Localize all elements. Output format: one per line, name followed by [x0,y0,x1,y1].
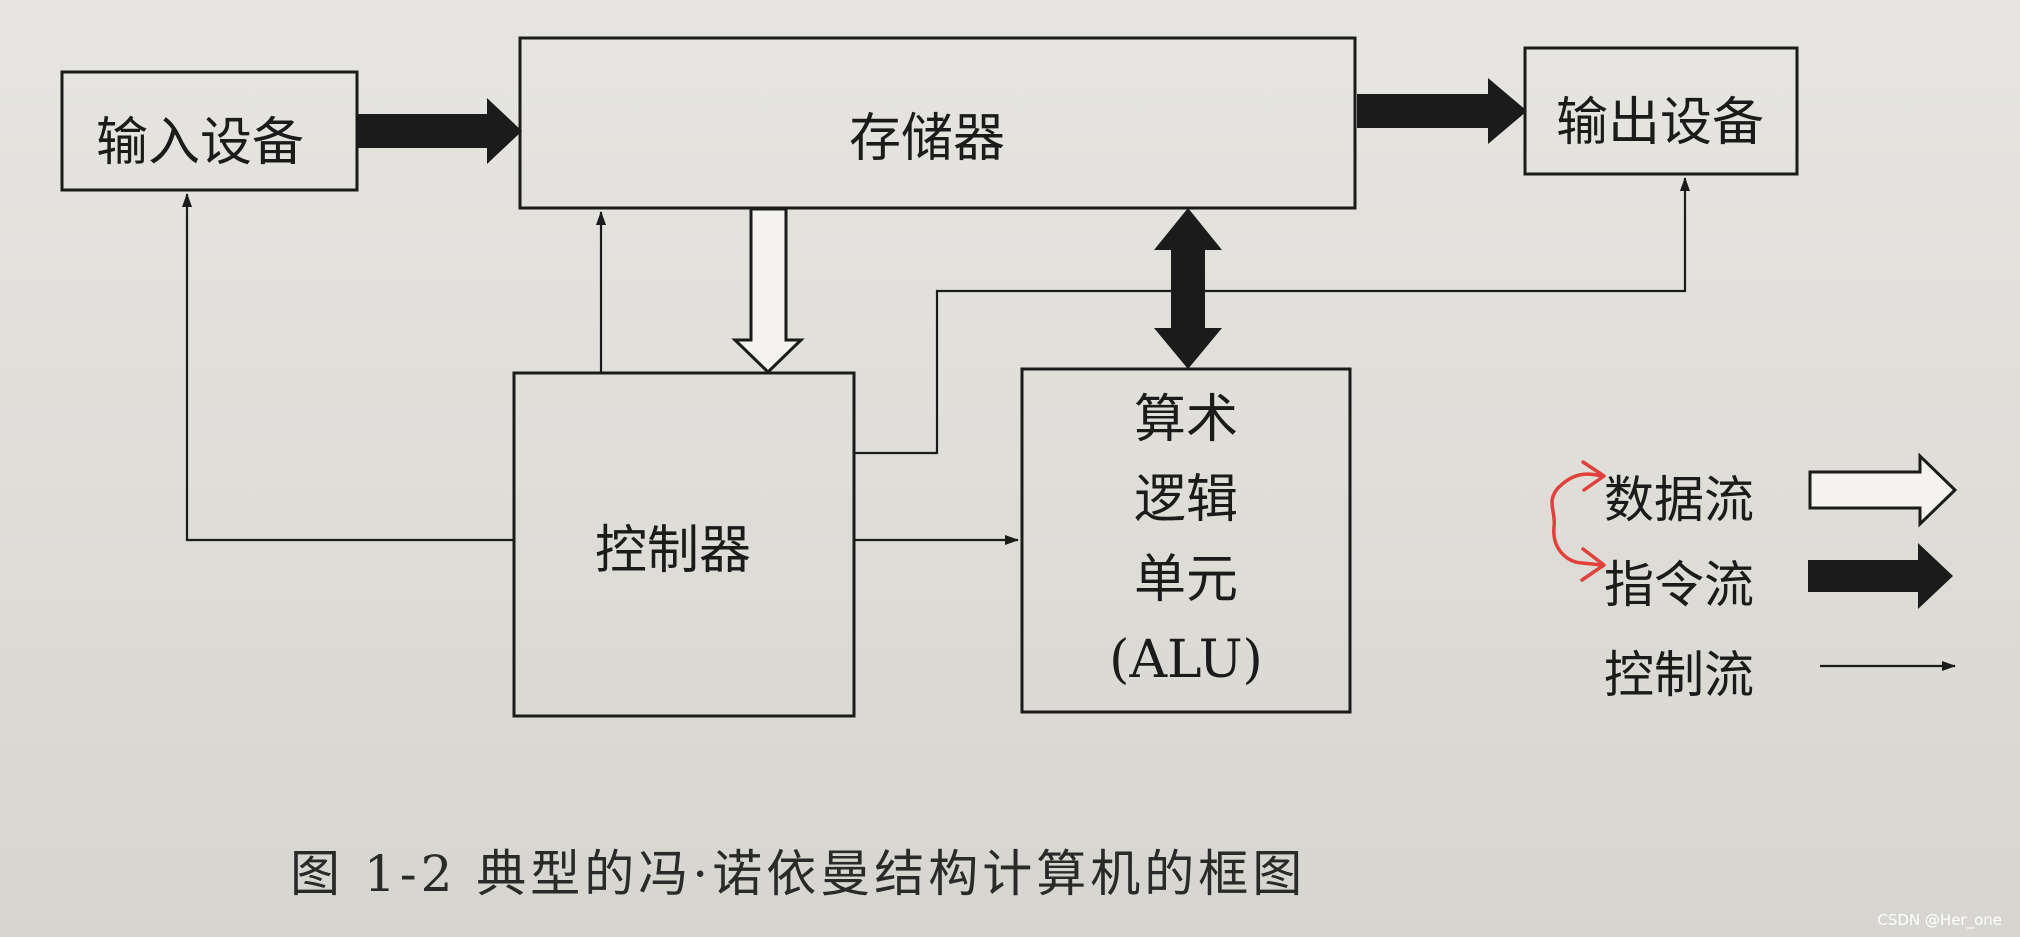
legend-data-flow-symbol [1808,452,1958,528]
legend-instruction-flow-symbol [1808,543,1953,609]
legend-instruction-flow-label: 指令流 [1604,556,1754,614]
watermark-credit: CSDN @Her_one [1877,911,2002,929]
instruction-arrow-memory-to-output [1357,78,1527,144]
alu-label-line-2: 逻辑 [1133,470,1238,530]
alu-label: 算术 逻辑 单元 (ALU) [1026,380,1346,700]
instruction-arrow-input-to-memory [358,98,522,164]
legend-data-flow-label: 数据流 [1604,471,1754,529]
input-device-box [60,70,359,192]
memory-box [518,36,1357,210]
legend-control-flow-label: 控制流 [1604,646,1754,704]
control-line-controller-to-output [854,177,1690,455]
alu-label-line-3: 单元 [1133,550,1238,610]
red-annotation-arrowhead-top [1581,460,1606,492]
alu-box [1020,367,1352,714]
alu-label-line-1: 算术 [1133,390,1238,450]
control-line-controller-to-input [182,193,514,542]
controller-label: 控制器 [595,521,752,581]
input-device-label: 输入设备 [96,113,305,173]
red-annotation-curve [1550,472,1604,567]
alu-label-line-4: (ALU) [1109,630,1263,690]
memory-label: 存储器 [849,109,1006,169]
output-device-label: 输出设备 [1556,93,1765,153]
instruction-arrow-memory-alu [1154,208,1222,369]
data-arrow-memory-to-controller [731,207,805,375]
figure-caption: 图 1-2 典型的冯·诺依曼结构计算机的框图 [290,845,1307,903]
controller-box [512,371,856,718]
red-annotation-arrowhead-bottom [1580,547,1606,582]
